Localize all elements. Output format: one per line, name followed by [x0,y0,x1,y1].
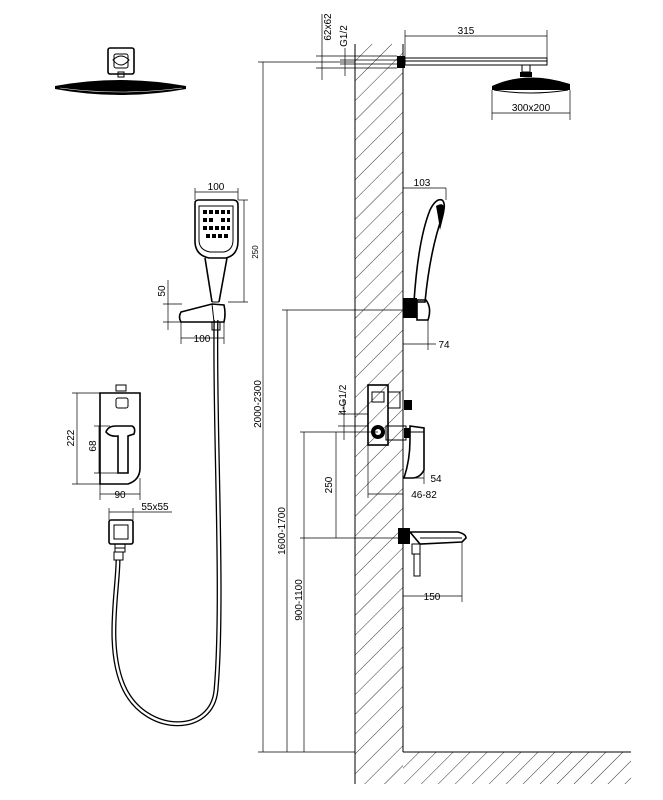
outlet-size-label: 55x55 [141,502,169,513]
wall-outlet-view [108,519,134,561]
total-height-label: 2000-2300 [253,380,264,428]
total-height-dimension: 2000-2300 [253,61,355,753]
rain-head-section [492,77,570,94]
hand-shower-side-view [403,198,446,321]
flange-label: 62x62 [323,13,334,41]
mixer-thread-label: 4-G1/2 [338,384,349,415]
mixer-dimensions: 4-G1/2 250 54 46-82 [300,384,442,539]
arm-dimensions: 315 300x200 62x62 G1/2 [316,13,571,120]
plate-inner-label: 68 [88,440,99,452]
handheld-width-label: 100 [208,182,225,193]
plate-dimensions: 222 68 90 [66,392,141,501]
mixer-depth-b-label: 46-82 [411,490,437,501]
shower-holder-view [178,303,226,331]
handheld-height-label: 250 [251,245,260,259]
shower-hose [111,319,222,727]
thread-top-label: G1/2 [339,25,350,47]
spray-nozzles [203,210,230,238]
handheld-dimensions: 100 250 50 100 [157,182,260,345]
outlet-dimensions: 55x55 [108,502,172,520]
mixer-depth-a-label: 54 [430,474,442,485]
holder-height-dimension: 1600-1700 [277,309,403,752]
mixer-spacing-label: 250 [324,476,335,493]
holder-projection-label: 74 [438,340,450,351]
floor-section [403,751,631,784]
shower-arm-section [397,56,548,77]
spout-dimensions: 150 [403,542,463,603]
hand-shower-view [194,199,239,303]
rain-shower-head-view [55,47,186,95]
holder-width-label: 100 [194,334,211,345]
holder-height-label: 50 [157,285,168,297]
spout-length-label: 150 [424,592,441,603]
spout-height-label: 900-1100 [294,579,305,621]
arm-length-label: 315 [458,26,475,37]
plate-width-label: 90 [114,490,126,501]
head-size-label: 300x200 [512,103,551,114]
mixer-plate-view [99,384,141,485]
bath-spout-section [398,528,467,577]
spout-height-dimension: 900-1100 [294,432,305,752]
handheld-side-width-label: 103 [414,178,431,189]
holder-side-dimensions: 315 103 74 [403,178,450,351]
holder-mount-height-label: 1600-1700 [277,507,288,555]
plate-height-label: 222 [66,429,77,446]
